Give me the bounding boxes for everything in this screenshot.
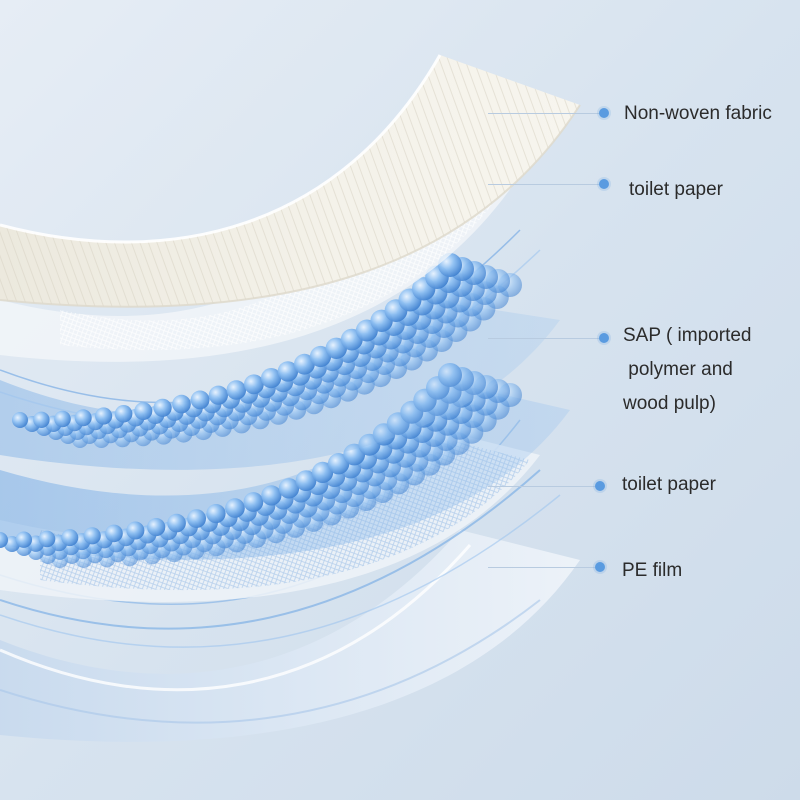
callout-dot [599,333,609,343]
callout-dot [595,562,605,572]
sap-bead [15,531,33,548]
sap-bead [126,521,145,540]
sap-bead [12,412,28,428]
callout-dot [599,179,609,189]
sap-beads-upper [12,253,522,448]
sap-bead [33,411,50,428]
sap-bead [83,527,101,545]
label-nonwoven-fabric: Non-woven fabric [624,103,772,124]
sap-bead [95,407,113,425]
sap-bead [61,529,79,547]
callout-dot [599,108,609,118]
sap-bead [172,394,191,414]
sap-bead [74,409,92,427]
sap-bead [147,518,166,537]
sap-bead [114,405,133,423]
sap-bead [295,470,317,491]
sap-bead [278,478,300,499]
sap-bead [309,345,332,368]
sap-bead [226,380,247,400]
label-toilet-paper-top: toilet paper [629,179,724,200]
sap-bead [294,353,315,375]
sap-bead [0,532,8,548]
sap-bead [261,485,282,506]
callout-dot [595,481,605,491]
sap-bead [206,503,226,524]
sap-bead [190,390,210,410]
sap-bead [261,368,282,389]
sap-bead [54,410,71,428]
label-pe-film: PE film [622,560,683,581]
sap-bead [208,385,228,405]
sap-bead [225,498,245,518]
label-toilet-paper-bottom: toilet paper [622,474,717,495]
sap-bead [277,361,299,382]
sap-bead [327,453,350,475]
sap-bead [243,492,264,512]
sap-bead [38,530,56,548]
label-sap: SAP ( imported polymer and wood pulp) [623,325,752,414]
sap-bead [244,374,264,395]
sap-bead [187,509,207,528]
sap-bead [167,513,186,533]
sap-bead [134,402,153,421]
sap-bead [105,524,123,543]
sap-bead [312,461,334,483]
sap-bead [153,398,172,417]
